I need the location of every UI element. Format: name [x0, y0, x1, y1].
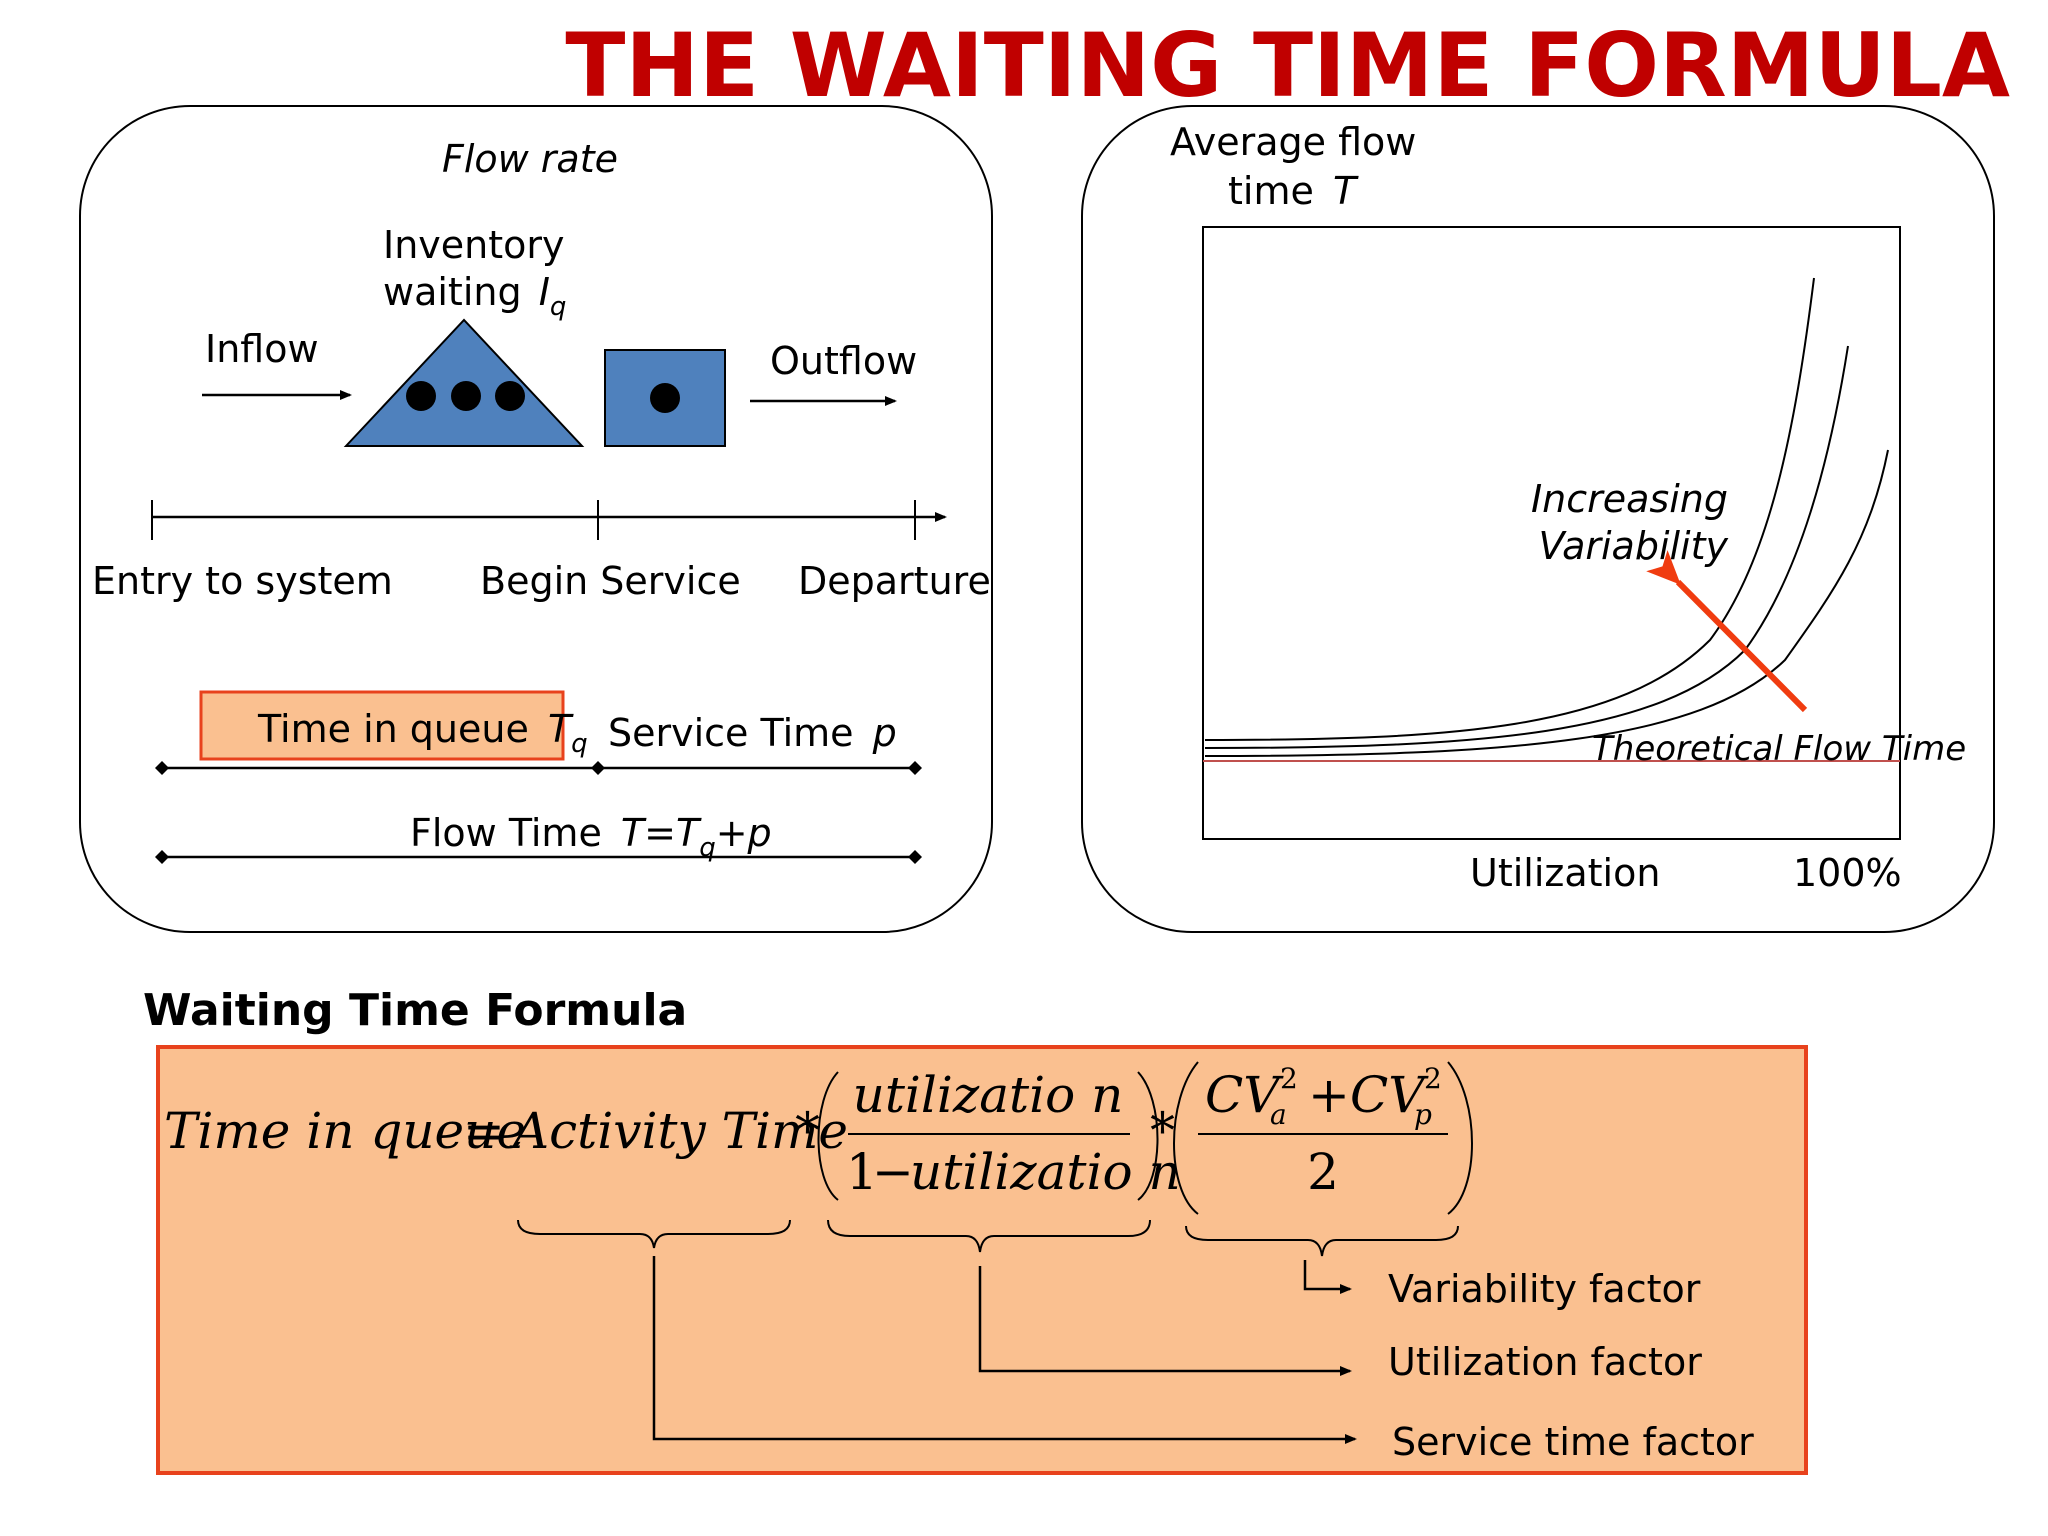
- inventory-dot: [451, 381, 481, 411]
- util-denominator: utilizatio n: [910, 1143, 1181, 1201]
- increasing-variability-line1: Increasing: [1531, 477, 1728, 521]
- formula-times-1: *: [795, 1102, 820, 1160]
- inventory-label-line1: Inventory: [383, 223, 565, 267]
- cv-p-sub: p: [1414, 1098, 1432, 1131]
- theoretical-flow-time-label: Theoretical Flow Time: [1592, 729, 1966, 769]
- variability-connector: [1303, 1260, 1352, 1294]
- var-denominator: 2: [1307, 1143, 1339, 1201]
- cv-plus: +: [1308, 1066, 1350, 1124]
- inventory-dot: [495, 381, 525, 411]
- brace-utilization: [827, 1219, 1151, 1253]
- var-paren-left: [1173, 1061, 1199, 1215]
- formula-box: [156, 1045, 1808, 1475]
- curve-mid-variability: [1204, 345, 1849, 749]
- flow-rate-label: Flow rate: [442, 137, 618, 181]
- util-denominator-one: 1: [846, 1143, 878, 1201]
- service-time-connector: [652, 1256, 1357, 1444]
- increasing-variability-line2: Variability: [1539, 524, 1729, 568]
- formula-times-2: *: [1150, 1102, 1175, 1160]
- cv-p: CV: [1350, 1066, 1429, 1124]
- entry-label: Entry to system: [92, 559, 393, 603]
- utilization-connector: [978, 1266, 1352, 1376]
- inventory-label-line2: waiting Iq: [383, 270, 566, 322]
- cv-a-sup: 2: [1280, 1062, 1298, 1095]
- brace-service-time: [517, 1219, 791, 1249]
- util-paren-right: [1137, 1071, 1159, 1201]
- curve-low-variability: [1204, 449, 1889, 757]
- time-in-queue-label: Time in queue Tq: [257, 707, 588, 759]
- x-axis-max-label: 100%: [1793, 851, 1902, 895]
- inflow-label: Inflow: [205, 327, 319, 371]
- formula-lhs: Time in queue: [164, 1102, 526, 1160]
- page-title: THE WAITING TIME FORMULA: [565, 14, 2010, 117]
- formula-equals: =: [463, 1102, 505, 1160]
- begin-service-label: Begin Service: [480, 559, 741, 603]
- util-denominator-minus: −: [872, 1143, 914, 1201]
- service-time-factor-label: Service time factor: [1392, 1420, 1754, 1464]
- variability-factor-label: Variability factor: [1388, 1267, 1701, 1311]
- inventory-dot: [406, 381, 436, 411]
- outflow-label: Outflow: [770, 339, 917, 383]
- y-axis-label-line1: Average flow: [1170, 120, 1416, 164]
- flow-time-label: Flow Time T=Tq+p: [410, 811, 772, 863]
- plot-frame: [1202, 226, 1901, 840]
- curve-high-variability: [1204, 277, 1815, 741]
- y-axis-label-line2: time T: [1228, 169, 1359, 213]
- departure-label: Departure: [798, 559, 991, 603]
- time-in-queue-box: [199, 690, 565, 761]
- formula-heading: Waiting Time Formula: [143, 985, 687, 1036]
- cv-a-sub: a: [1270, 1098, 1287, 1131]
- cv-p-sup: 2: [1424, 1062, 1442, 1095]
- brace-variability: [1185, 1225, 1459, 1257]
- util-paren-left: [817, 1071, 839, 1201]
- x-axis-label: Utilization: [1470, 851, 1660, 895]
- cv-a: CV: [1205, 1066, 1284, 1124]
- utilization-factor-label: Utilization factor: [1388, 1340, 1702, 1384]
- service-time-label: Service Time p: [608, 711, 897, 755]
- increasing-variability-arrow: [1646, 550, 1808, 713]
- server-dot: [650, 383, 680, 413]
- var-paren-right: [1447, 1061, 1473, 1215]
- formula-activity-time: Activity Time: [509, 1102, 848, 1160]
- util-numerator: utilizatio n: [853, 1066, 1124, 1124]
